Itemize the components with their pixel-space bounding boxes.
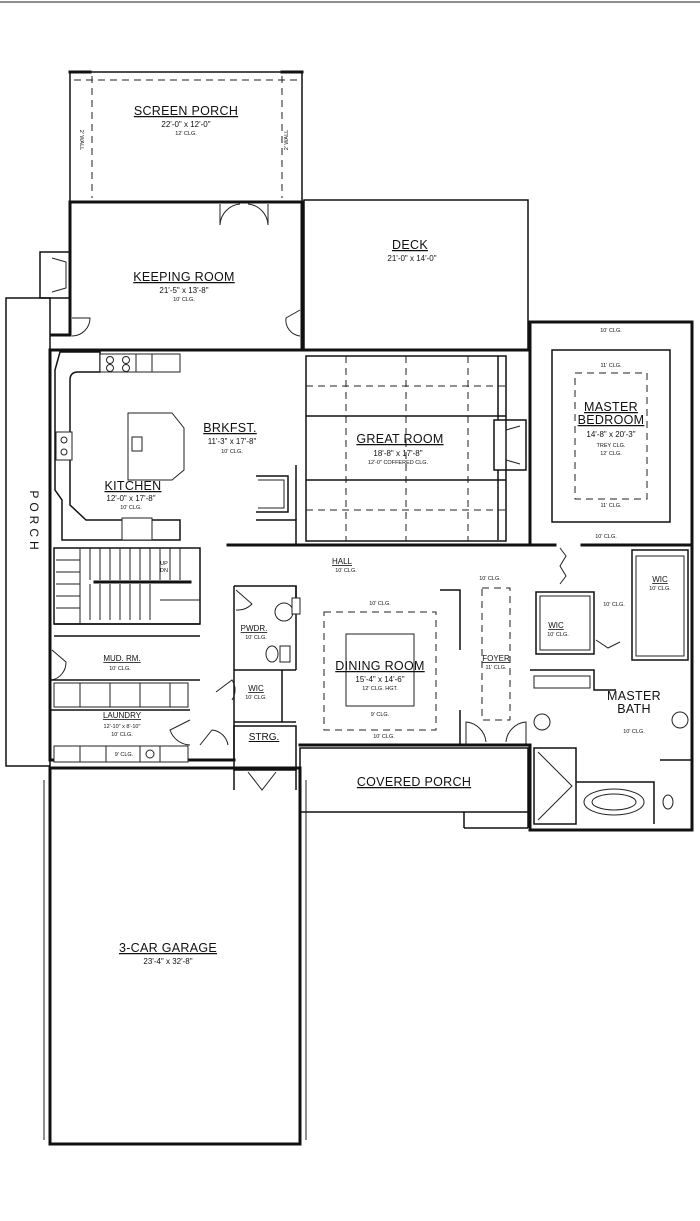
kitchen (54, 351, 185, 541)
garage-dims: 23'-4" x 32'-8" (143, 957, 192, 966)
screen-porch-name: SCREEN PORCH (134, 104, 238, 118)
great-room-name: GREAT ROOM (356, 432, 443, 446)
wic-bath-name: WIC (548, 621, 564, 630)
bath-hall-note: 10' CLG. (603, 602, 625, 608)
stairs (53, 547, 201, 637)
hall-name: HALL (332, 557, 353, 566)
pwdr-ceiling: 10' CLG. (245, 635, 267, 641)
master-bath-name: MASTER (607, 689, 661, 703)
wic-small-name: WIC (248, 684, 264, 693)
great-room-ceiling: 12'-0" COFFERED CLG. (368, 460, 429, 466)
laundry-ceiling: 10' CLG. (111, 732, 133, 738)
foyer (465, 587, 532, 747)
deck-name: DECK (392, 238, 428, 252)
side-porch (5, 297, 51, 767)
side-porch-name: PORCH (27, 490, 41, 553)
great-room-dims: 18'-8" x 17'-8" (373, 449, 422, 458)
dining-note-inner: 9' CLG. (371, 712, 390, 718)
brkfst-name: BRKFST. (203, 421, 257, 435)
dining-room-ceiling: 12' CLG. HGT. (362, 686, 398, 692)
deck (303, 199, 529, 351)
master-bedroom-note-top: 10' CLG. (600, 328, 622, 334)
mud-room-ceiling: 10' CLG. (109, 666, 131, 672)
wic-small-ceiling: 10' CLG. (245, 695, 267, 701)
wic-bath-ceiling: 10' CLG. (547, 632, 569, 638)
screen-porch-ceiling: 12' CLG. (175, 131, 197, 137)
screen-porch (68, 70, 304, 203)
master-bath-ceiling: 10' CLG. (623, 729, 645, 735)
dining-room (323, 589, 461, 745)
master-bath-name2: BATH (617, 702, 651, 716)
keeping-room-ceiling: 10' CLG. (173, 297, 195, 303)
dining-note-bottom: 10' CLG. (373, 734, 395, 740)
master-bedroom-note-bottom: 10' CLG. (595, 534, 617, 540)
laundry-note: 9' CLG. (115, 752, 134, 758)
wic-right-ceiling: 10' CLG. (649, 586, 671, 592)
master-bedroom-note-inner-bottom: 11' CLG. (600, 503, 622, 509)
kitchen-ceiling: 10' CLG. (120, 505, 142, 511)
hall-ceiling: 10' CLG. (335, 568, 357, 574)
brkfst-dims: 11'-3" x 17'-8" (208, 437, 257, 446)
laundry-dims: 12'-10" x 8'-10" (104, 724, 141, 730)
kitchen-name: KITCHEN (105, 479, 162, 493)
laundry-name: LAUNDRY (103, 711, 142, 720)
master-bedroom (528, 349, 694, 585)
foyer-name: FOYER (482, 654, 510, 663)
brkfst-partitions (256, 465, 297, 545)
keeping-room-name: KEEPING ROOM (133, 270, 235, 284)
foyer-note-top: 10' CLG. (479, 576, 501, 582)
mud-room-name: MUD. RM. (103, 654, 140, 663)
master-bath (530, 669, 692, 825)
garage (43, 766, 307, 1146)
screen-porch-dims: 22'-0" x 12'-0" (161, 120, 210, 129)
dining-note-top: 10' CLG. (369, 601, 391, 607)
dining-room-name: DINING ROOM (335, 659, 424, 673)
brkfst-ceiling: 10' CLG. (221, 449, 243, 455)
master-bedroom-name: MASTER (584, 400, 638, 414)
master-bedroom-note-inner-top: 11' CLG. (600, 363, 622, 369)
screen-porch-wall-left: 2' WALL (78, 130, 84, 150)
storage-name: STRG. (249, 732, 280, 743)
kitchen-dims: 12'-0" x 17'-8" (106, 494, 155, 503)
pwdr-name: PWDR. (241, 624, 268, 633)
mud-laundry (50, 649, 229, 763)
dining-room-dims: 15'-4" x 14'-6" (355, 675, 404, 684)
keeping-room-dims: 21'-5" x 13'-8" (159, 286, 208, 295)
storage (233, 725, 297, 791)
keeping-room (39, 200, 304, 352)
wic-right-name: WIC (652, 575, 668, 584)
stair-dn-note: DN (160, 568, 168, 574)
garage-name: 3-CAR GARAGE (119, 941, 217, 955)
master-bedroom-name2: BEDROOM (578, 413, 645, 427)
screen-porch-wall-right: 2' WALL (284, 130, 290, 150)
master-bedroom-ceiling: TREY CLG. (597, 443, 626, 449)
deck-dims: 21'-0" x 14'-0" (387, 254, 436, 263)
covered-porch-name: COVERED PORCH (357, 775, 471, 789)
stair-up-note: UP (160, 561, 168, 567)
great-room (305, 355, 527, 542)
master-bedroom-ceiling2: 12' CLG. (600, 451, 622, 457)
master-bedroom-dims: 14'-8" x 20'-3" (586, 430, 635, 439)
master-closets (535, 549, 689, 661)
foyer-ceiling: 11' CLG. (485, 665, 507, 671)
